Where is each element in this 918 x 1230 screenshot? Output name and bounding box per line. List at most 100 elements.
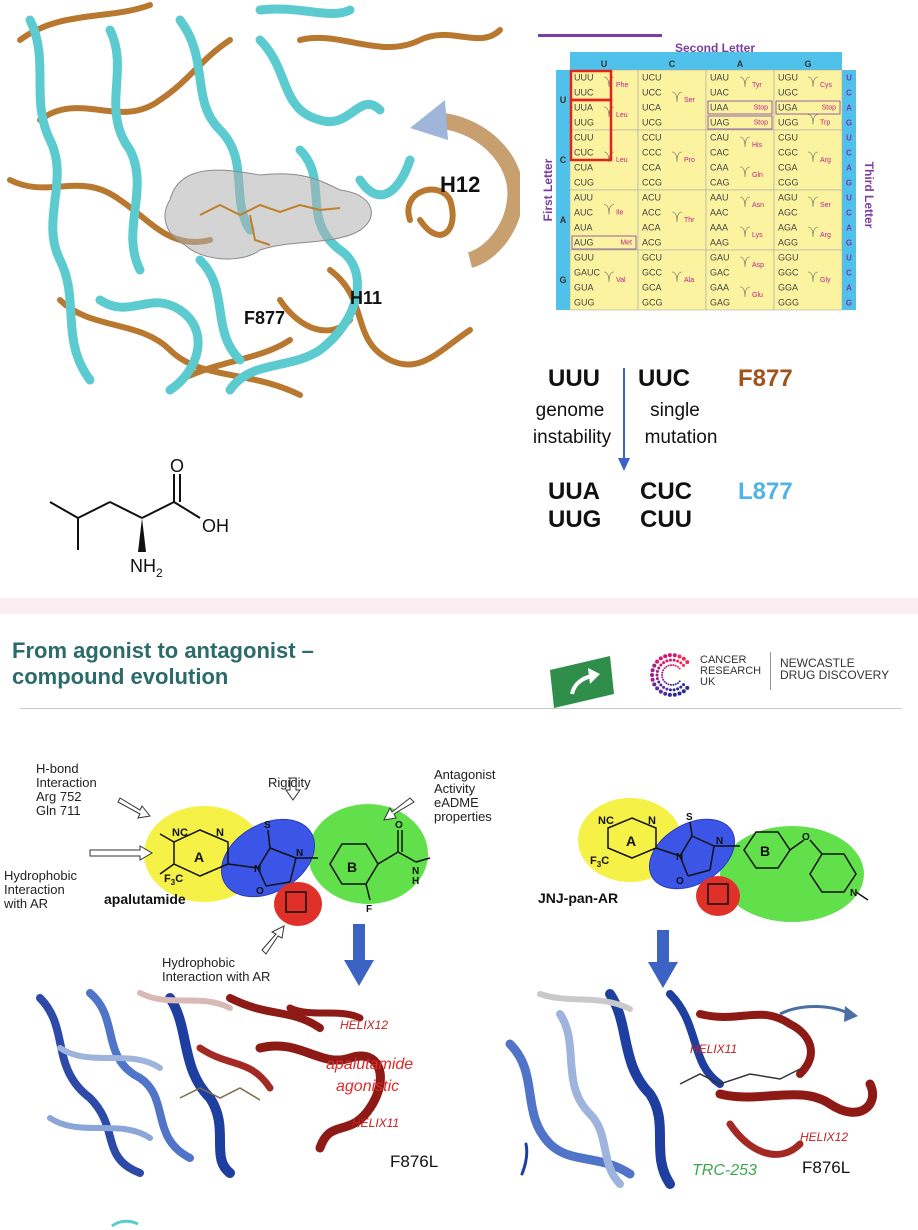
hydrophobic-left-annotation: Hydrophobic Interaction with AR: [4, 868, 77, 911]
caption-genome: genome: [535, 400, 605, 421]
to-codon-2a: CUC: [640, 478, 692, 505]
bl-helix12: HELIX12: [340, 1018, 389, 1032]
third-letter-G: G: [846, 119, 852, 128]
from-codon-1: UUU: [548, 365, 600, 392]
codon-ACG: ACG: [642, 238, 662, 248]
third-letter-G: G: [846, 179, 852, 188]
hydrophobic-bottom-annotation: Hydrophobic Interaction with AR: [162, 955, 271, 984]
codon-AAG: AAG: [710, 238, 729, 248]
amino-acid-val: Val: [616, 277, 626, 284]
apalutamide-n1: N: [216, 827, 224, 839]
third-letter-U: U: [846, 74, 852, 83]
codon-AGU: AGU: [778, 193, 798, 203]
logo-dot: [667, 692, 672, 697]
logo-dot: [676, 665, 679, 668]
third-letter-C: C: [846, 149, 852, 158]
logo-dot: [650, 668, 655, 673]
codon-CAU: CAU: [710, 133, 729, 143]
codon-AUA: AUA: [574, 223, 593, 233]
codon-AUC: AUC: [574, 208, 594, 218]
codon-CUA: CUA: [574, 163, 593, 173]
logo-dot: [655, 686, 660, 691]
codon-GCC: GCC: [642, 268, 663, 278]
logo-uk: UK: [700, 676, 716, 688]
protein-structure-top: H12 H11 F877: [0, 0, 520, 410]
logo-divider: [770, 652, 771, 690]
codon-AAC: AAC: [710, 208, 729, 218]
apalutamide-n3: N: [296, 848, 303, 859]
from-residue: F877: [738, 365, 793, 392]
amino-acid-arg: Arg: [820, 157, 831, 164]
brace-mark: [739, 136, 751, 148]
first-letter-U: U: [560, 95, 567, 105]
brace-mark: [603, 204, 615, 215]
jnj-o2: O: [802, 832, 810, 843]
apalutamide-o1: O: [256, 886, 264, 897]
codon-block: [637, 249, 707, 311]
logo-cancer: CANCER: [700, 654, 747, 666]
logo-dot: [667, 683, 670, 686]
bl-mutant: F876L: [390, 1152, 439, 1171]
codon-header-strip: [570, 52, 842, 70]
amino-acid-leu: Leu: [616, 157, 628, 164]
codon-CGC: CGC: [778, 148, 799, 158]
jnj-n2: N: [676, 852, 683, 863]
down-arrow-right: [648, 930, 678, 988]
logo-dot: [662, 685, 666, 689]
third-letter-C: C: [846, 269, 852, 278]
jnj-o1: O: [676, 876, 684, 887]
logo-dot: [665, 659, 669, 663]
brace-mark: [739, 226, 751, 238]
logo-dot: [667, 664, 670, 667]
codon-highlight-box: [571, 235, 637, 250]
logo-dot: [657, 680, 661, 684]
h12-label: H12: [440, 172, 480, 197]
logo-dot: [676, 682, 679, 685]
codon-GAC: GAC: [710, 268, 730, 278]
codon-GAA: GAA: [710, 283, 729, 293]
green-arrow-icon: [550, 656, 614, 708]
codon-block: [569, 189, 639, 251]
brace-mark: [739, 256, 751, 268]
logo-dot: [677, 654, 682, 659]
codon-block: [705, 129, 775, 191]
codon-AGC: AGC: [778, 208, 798, 218]
apalutamide-f3c: F3C: [164, 873, 183, 887]
jnj-s: S: [686, 812, 693, 823]
codon-AAU: AAU: [710, 193, 729, 203]
apalutamide-name: apalutamide: [104, 891, 186, 907]
third-letter-U: U: [846, 134, 852, 143]
codon-GAG: GAG: [710, 298, 730, 308]
amino-acid-stop: Stop: [754, 105, 769, 112]
amino-acid-arg: Arg: [820, 232, 831, 239]
logo-dot: [658, 689, 663, 694]
logo-dot: [665, 665, 668, 668]
apalutamide-nh-n: N: [412, 866, 419, 877]
codon-AGG: AGG: [778, 238, 798, 248]
jnj-f3c: F3C: [590, 855, 609, 869]
third-letter-C: C: [846, 89, 852, 98]
logo-dot: [672, 683, 675, 686]
brace-mark: [807, 76, 819, 88]
logo-dot: [682, 663, 685, 667]
amino-acid-glu: Glu: [752, 292, 763, 299]
brace-mark: [671, 211, 683, 223]
jnj-ring-a: A: [626, 833, 636, 849]
f877-label: F877: [244, 308, 285, 328]
codon-UGC: UGC: [778, 88, 799, 98]
codon-CAG: CAG: [710, 178, 730, 188]
codon-UAU: UAU: [710, 73, 729, 83]
codon-GUU: GUU: [574, 253, 594, 263]
codon-UGA: UGA: [778, 103, 798, 113]
apalutamide-diagram: A B NC N F3C N S N O O F N H apalutamide: [89, 777, 431, 955]
codon-UCA: UCA: [642, 103, 661, 113]
logo-dot: [652, 682, 657, 687]
codon-GUA: GUA: [574, 283, 594, 293]
third-letter-U: U: [846, 254, 852, 263]
codon-CCG: CCG: [642, 178, 662, 188]
logo-dot: [676, 687, 680, 691]
amino-acid-stop: Stop: [822, 105, 837, 112]
logo-dot: [663, 667, 666, 670]
logo-dot: [662, 661, 666, 665]
